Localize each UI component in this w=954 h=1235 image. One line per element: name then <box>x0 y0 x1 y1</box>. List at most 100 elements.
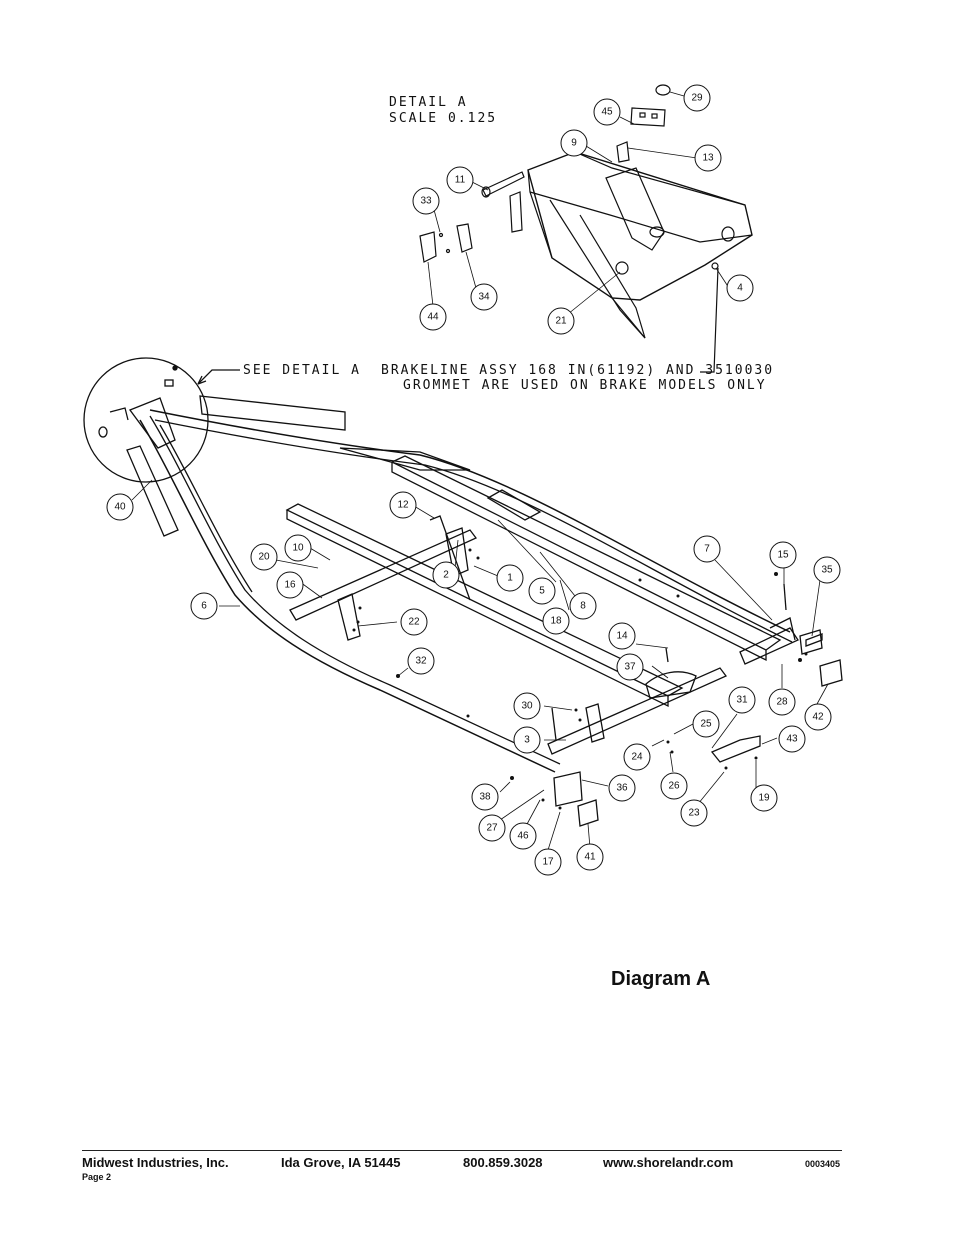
callout-28: 28 <box>768 688 796 716</box>
callout-number: 34 <box>478 292 490 303</box>
callout-10: 10 <box>284 534 312 562</box>
footer-doc-number: 0003405 <box>805 1159 841 1169</box>
callout-43: 43 <box>778 725 806 753</box>
callout-number: 41 <box>584 852 596 863</box>
footer-phone: 800.859.3028 <box>463 1155 543 1170</box>
footer-page-number: Page 2 <box>82 1172 112 1182</box>
callout-5: 5 <box>528 577 556 605</box>
callout-26: 26 <box>660 772 688 800</box>
callout-bubble <box>412 187 440 215</box>
callout-number: 33 <box>420 196 432 207</box>
callout-number: 44 <box>427 312 439 323</box>
callout-number: 26 <box>668 781 680 792</box>
detail-a-drawing: DETAIL A SCALE 0.125 <box>389 84 753 339</box>
callout-bubble <box>623 743 651 771</box>
callout-number: 32 <box>415 656 427 667</box>
callout-bubble <box>778 725 806 753</box>
callout-number: 42 <box>812 712 824 723</box>
callout-33: 33 <box>412 187 440 215</box>
callout-29: 29 <box>683 84 711 112</box>
callout-bubble <box>496 564 524 592</box>
callout-number: 15 <box>777 550 789 561</box>
callout-number: 40 <box>114 502 126 513</box>
callout-number: 12 <box>397 500 409 511</box>
leader-lines <box>131 91 829 851</box>
callout-bubble <box>276 571 304 599</box>
callout-number: 13 <box>702 153 714 164</box>
callout-7: 7 <box>693 535 721 563</box>
callout-number: 28 <box>776 697 788 708</box>
callout-number: 25 <box>700 719 712 730</box>
callout-44: 44 <box>419 303 447 331</box>
callout-46: 46 <box>509 822 537 850</box>
callout-number: 30 <box>521 701 533 712</box>
callout-number: 18 <box>550 616 562 627</box>
callout-number: 38 <box>479 792 491 803</box>
callout-25: 25 <box>692 710 720 738</box>
callout-bubble <box>608 622 636 650</box>
see-detail-leader <box>197 369 240 385</box>
callout-bubble <box>804 703 832 731</box>
callout-number: 2 <box>443 570 449 581</box>
callout-number: 36 <box>616 783 628 794</box>
callout-15: 15 <box>769 541 797 569</box>
footer-company: Midwest Industries, Inc. <box>82 1155 229 1170</box>
callout-number: 17 <box>542 857 554 868</box>
callout-bubble <box>768 688 796 716</box>
callout-number: 3 <box>524 735 530 746</box>
callout-bubble <box>576 843 604 871</box>
callout-bubble <box>407 647 435 675</box>
callout-8: 8 <box>569 592 597 620</box>
callout-bubble <box>190 592 218 620</box>
callout-24: 24 <box>623 743 651 771</box>
callout-36: 36 <box>608 774 636 802</box>
callout-bubble <box>693 535 721 563</box>
callout-number: 14 <box>616 631 628 642</box>
brakeline-note-line1: BRAKELINE ASSY 168 IN(61192) AND 3510030 <box>381 363 774 378</box>
callout-number: 6 <box>201 601 207 612</box>
callout-bubble <box>509 822 537 850</box>
callout-bubble <box>569 592 597 620</box>
callout-bubble <box>513 692 541 720</box>
callout-number: 19 <box>758 793 770 804</box>
callout-bubble <box>593 98 621 126</box>
detail-a-circle <box>83 357 209 483</box>
trailer-frame <box>83 357 843 827</box>
callout-20: 20 <box>250 543 278 571</box>
callout-bubble <box>769 541 797 569</box>
callout-17: 17 <box>534 848 562 876</box>
callout-bubble <box>694 144 722 172</box>
callout-number: 1 <box>507 573 513 584</box>
callout-number: 29 <box>691 93 703 104</box>
callout-bubble <box>534 848 562 876</box>
callout-bubble <box>471 783 499 811</box>
callout-number: 11 <box>455 175 466 186</box>
callout-9: 9 <box>560 129 588 157</box>
callout-bubble <box>560 129 588 157</box>
callout-30: 30 <box>513 692 541 720</box>
callout-number: 24 <box>631 752 643 763</box>
callout-number: 8 <box>580 601 586 612</box>
callout-number: 22 <box>408 617 420 628</box>
callout-34: 34 <box>470 283 498 311</box>
callout-4: 4 <box>726 274 754 302</box>
callout-41: 41 <box>576 843 604 871</box>
callout-bubble <box>660 772 688 800</box>
callout-number: 46 <box>517 831 529 842</box>
callout-12: 12 <box>389 491 417 519</box>
callout-number: 10 <box>292 543 304 554</box>
callout-45: 45 <box>593 98 621 126</box>
callout-13: 13 <box>694 144 722 172</box>
callout-32: 32 <box>407 647 435 675</box>
footer-website[interactable]: www.shorelandr.com <box>603 1155 734 1170</box>
callout-bubble <box>446 166 474 194</box>
callout-bubble <box>432 561 460 589</box>
callout-bubble <box>680 799 708 827</box>
callout-14: 14 <box>608 622 636 650</box>
callout-bubble <box>813 556 841 584</box>
footer-location: Ida Grove, IA 51445 <box>281 1155 401 1170</box>
callout-number: 43 <box>786 734 798 745</box>
brakeline-note-line2: GROMMET ARE USED ON BRAKE MODELS ONLY <box>403 378 767 393</box>
see-detail-label: SEE DETAIL A <box>243 363 361 378</box>
